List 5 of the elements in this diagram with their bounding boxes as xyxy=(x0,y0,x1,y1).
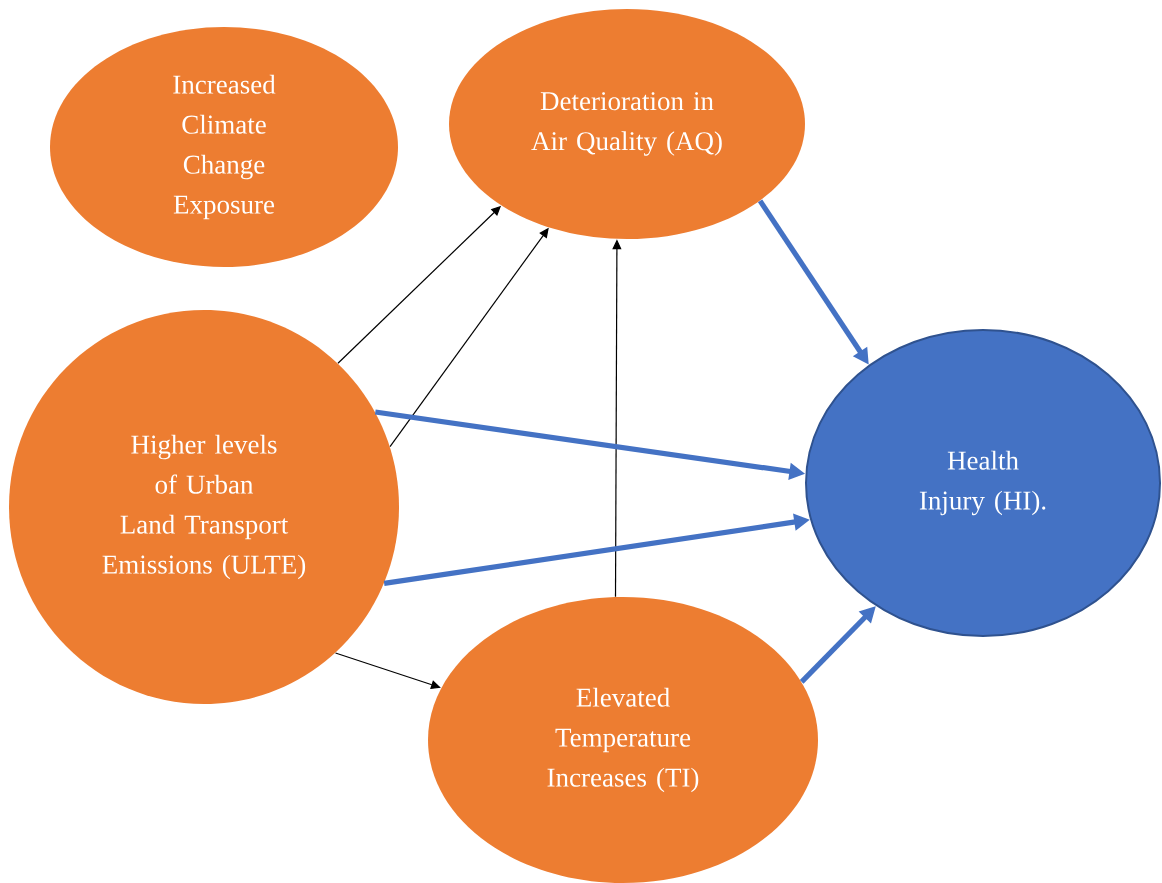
ellipse-node: Increased Climate Change Exposure xyxy=(50,27,398,267)
ellipse-node: Elevated Temperature Increases (TI) xyxy=(428,597,818,883)
ellipse-node: Health Injury (HI). xyxy=(805,329,1161,637)
ellipse-node: Deterioration in Air Quality (AQ) xyxy=(449,9,805,239)
ellipse-node: Higher levels of Urban Land Transport Emissions (ULTE) xyxy=(9,310,399,704)
